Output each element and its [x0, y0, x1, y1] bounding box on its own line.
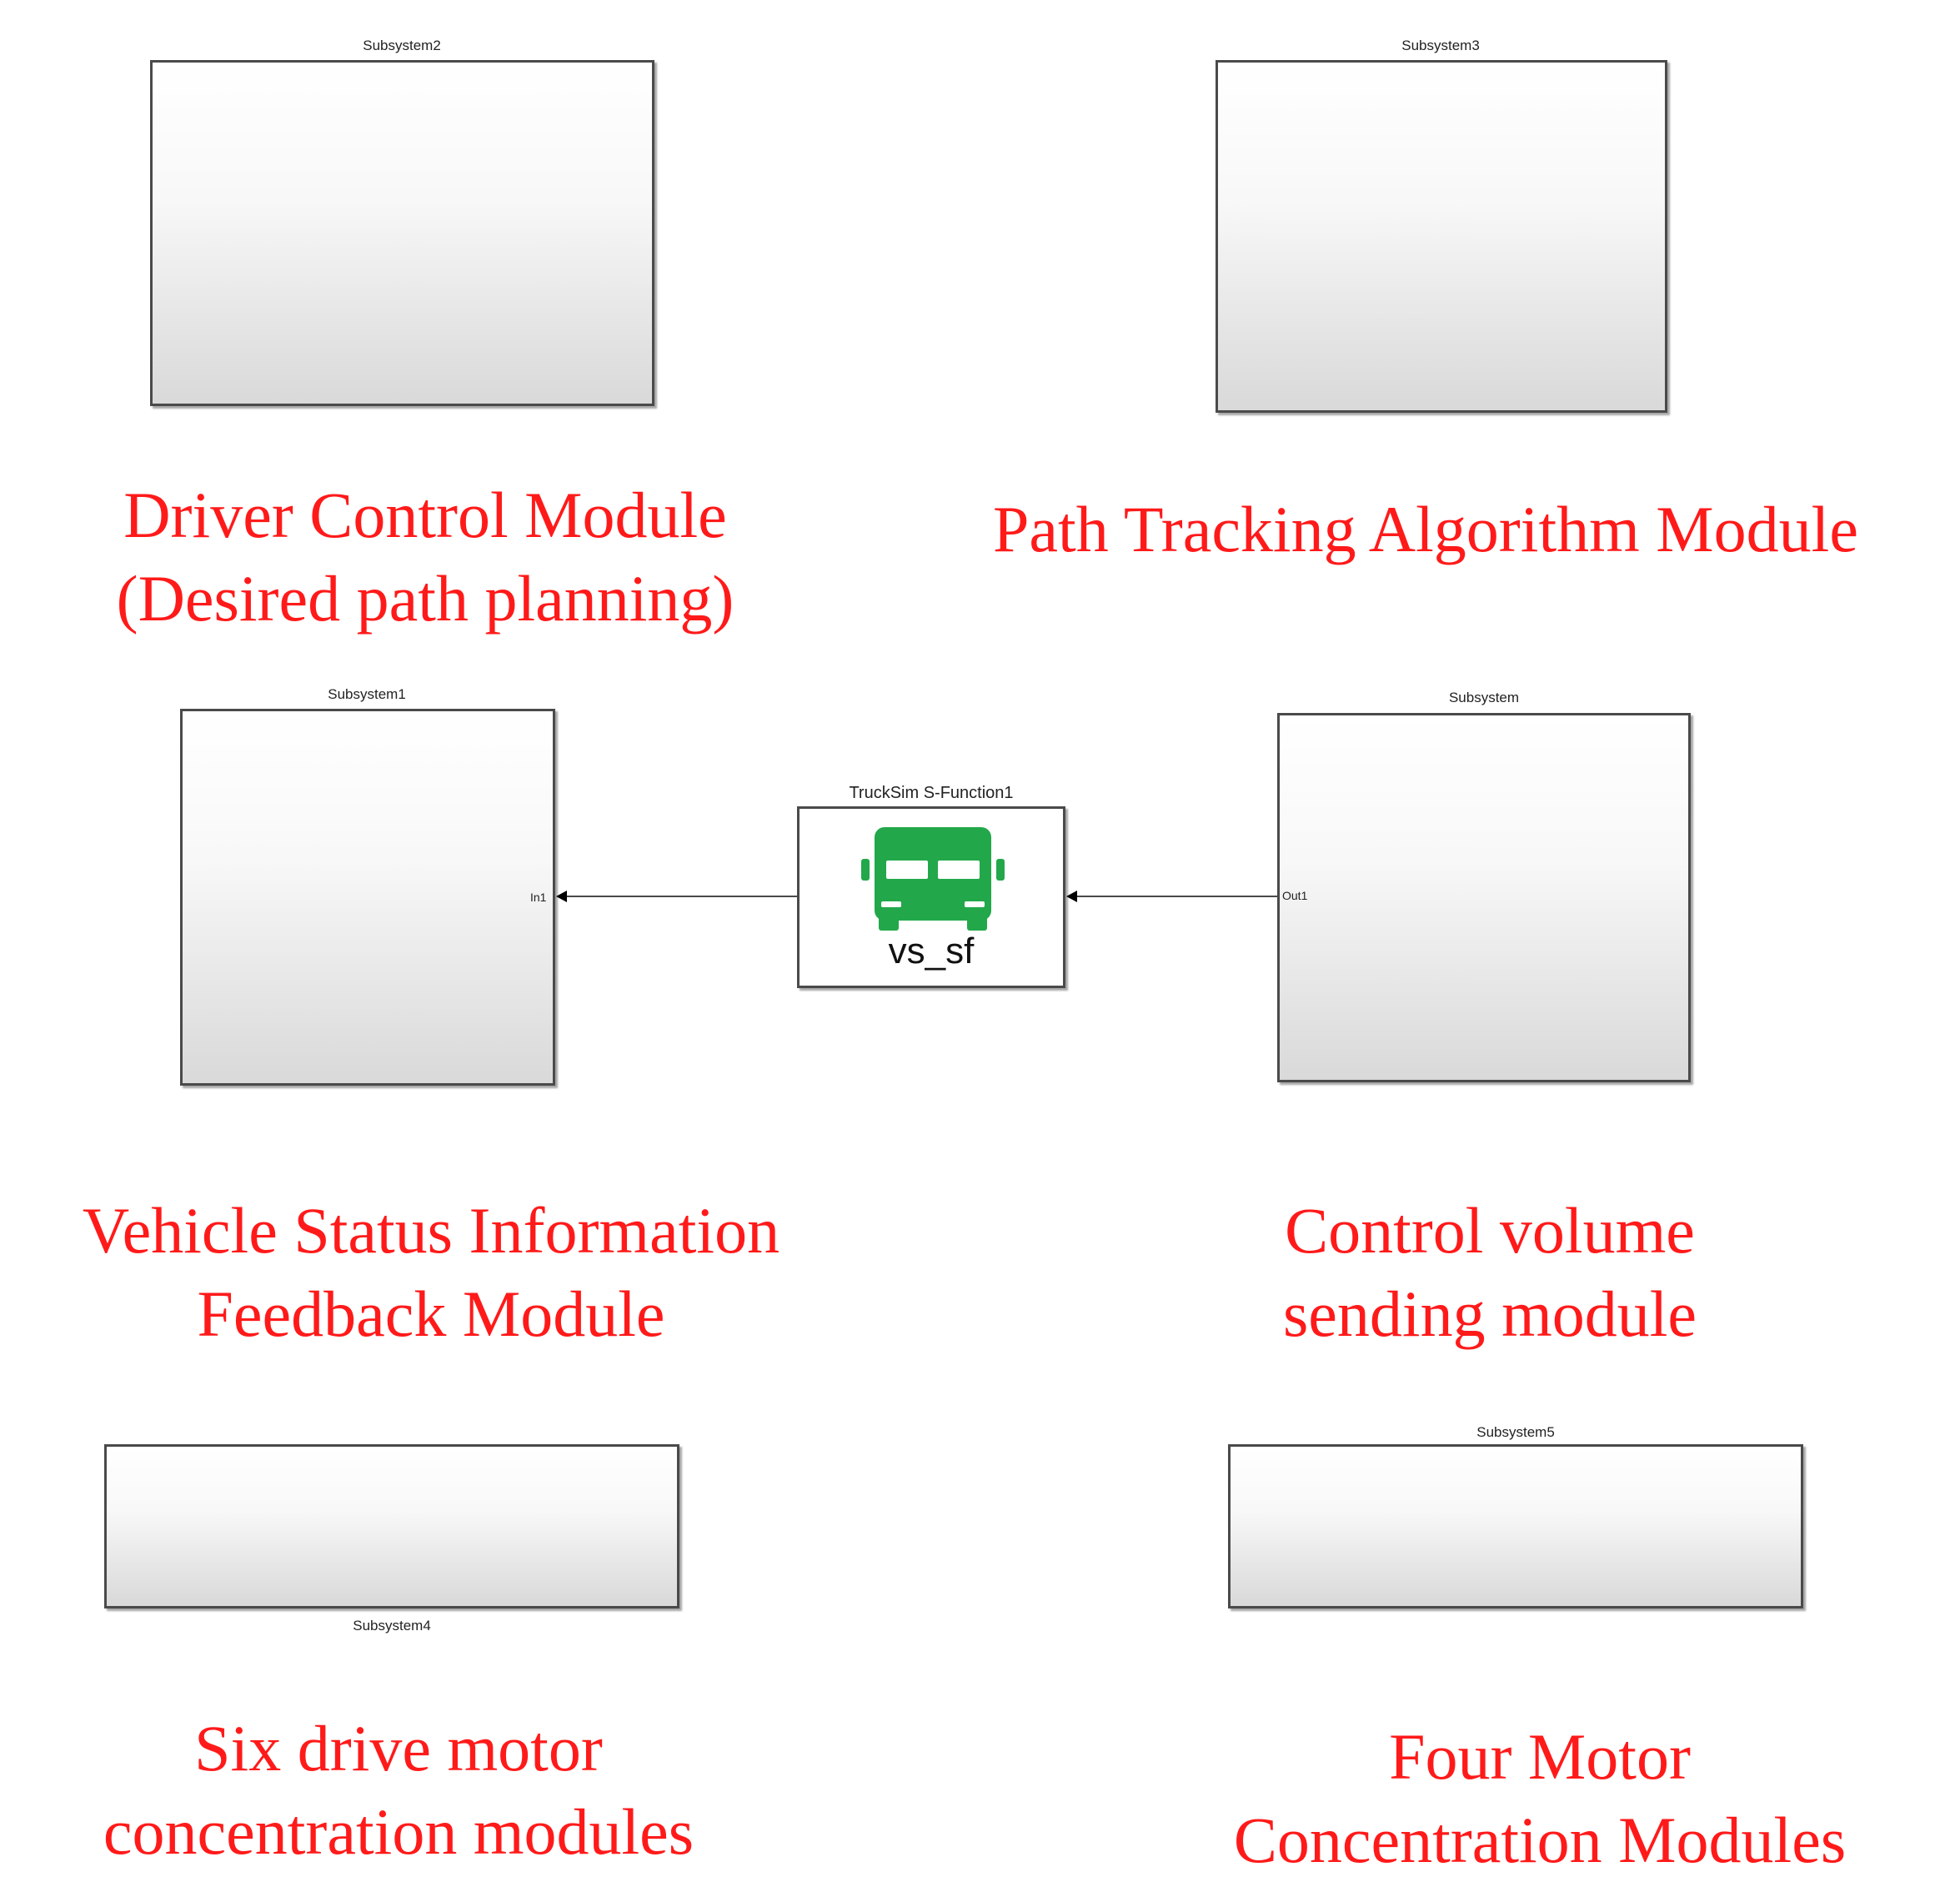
truck-icon [861, 827, 1005, 931]
subsystem5-block[interactable] [1228, 1444, 1803, 1608]
label-six-drive-line2: concentration modules [103, 1795, 694, 1868]
subsystem-name: Subsystem [1448, 690, 1520, 705]
label-control-volume-line2: sending module [1282, 1277, 1697, 1350]
label-driver-control: Driver Control Module (Desired path plan… [117, 474, 734, 640]
arrowhead-sfun [1066, 891, 1077, 902]
label-path-tracking: Path Tracking Algorithm Module [993, 488, 1858, 571]
subsystem3-block[interactable] [1216, 60, 1667, 413]
label-driver-control-line1: Driver Control Module [123, 479, 727, 551]
subsystem-out1-port: Out1 [1282, 889, 1308, 902]
truck-sfunction-block[interactable]: vs_sf [797, 806, 1065, 988]
label-four-motor-line2: Concentration Modules [1233, 1804, 1847, 1876]
subsystem2-name: Subsystem2 [363, 38, 441, 53]
truck-sfunction-name: TruckSim S-Function1 [849, 784, 1014, 802]
label-four-motor-line1: Four Motor [1389, 1720, 1691, 1793]
subsystem4-block[interactable] [104, 1444, 679, 1608]
label-vehicle-status: Vehicle Status Information Feedback Modu… [83, 1189, 779, 1356]
subsystem-block[interactable] [1277, 713, 1691, 1082]
label-path-tracking-line1: Path Tracking Algorithm Module [993, 493, 1858, 565]
label-control-volume-line1: Control volume [1285, 1194, 1695, 1267]
subsystem3-name: Subsystem3 [1401, 38, 1480, 53]
truck-sfunction-text: vs_sf [888, 931, 975, 971]
subsystem1-in1-port: In1 [530, 891, 547, 904]
label-control-volume: Control volume sending module [1283, 1189, 1697, 1356]
label-six-drive-line1: Six drive motor [194, 1712, 603, 1784]
label-four-motor: Four Motor Concentration Modules [1234, 1715, 1846, 1882]
label-six-drive: Six drive motor concentration modules [103, 1707, 694, 1874]
label-vehicle-status-line1: Vehicle Status Information [82, 1194, 780, 1267]
subsystem1-name: Subsystem1 [328, 686, 406, 702]
arrowhead-subsystem1 [556, 891, 567, 902]
subsystem5-name: Subsystem5 [1476, 1424, 1555, 1440]
subsystem2-block[interactable] [150, 60, 654, 406]
label-driver-control-line2: (Desired path planning) [116, 562, 734, 635]
label-vehicle-status-line2: Feedback Module [197, 1277, 665, 1350]
subsystem1-block[interactable] [180, 709, 555, 1086]
subsystem4-name: Subsystem4 [353, 1618, 431, 1634]
